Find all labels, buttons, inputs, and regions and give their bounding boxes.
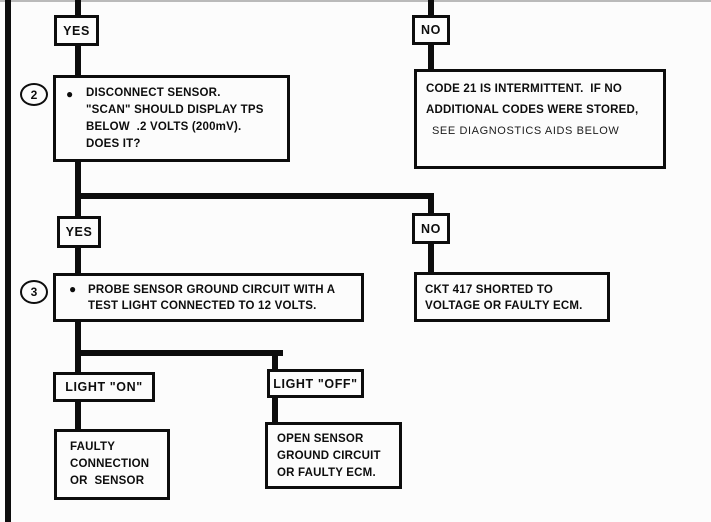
bullet-icon: ● [66,87,74,101]
connector-top-yes-stub [75,0,81,16]
text-line: CODE 21 IS INTERMITTENT. IF NO [426,83,622,95]
probe-sensor-text: PROBE SENSOR GROUND CIRCUIT WITH A TEST … [88,282,335,314]
branch-yes-mid: YES [57,216,101,248]
text-line: ADDITIONAL CODES WERE STORED, [426,104,639,116]
branch-yes-top: YES [54,15,99,46]
text-line: GROUND CIRCUIT [277,450,381,462]
disconnect-sensor-box: ● DISCONNECT SENSOR. "SCAN" SHOULD DISPL… [53,75,290,162]
step-2-number: 2 [30,87,38,102]
connector-branch2-to-lightoff [272,350,278,372]
faulty-connection-text: FAULTY CONNECTION OR SENSOR [70,439,149,490]
text-line: SEE DIAGNOSTICS AIDS BELOW [432,125,620,137]
page-left-border [5,0,11,522]
connector-yesmid-to-probe [75,247,81,276]
text-line: OR SENSOR [70,475,145,487]
bullet-icon: ● [69,282,77,296]
probe-sensor-box: ● PROBE SENSOR GROUND CIRCUIT WITH A TES… [53,273,364,322]
connector-branch1-horizontal [75,193,434,199]
faulty-connection-box: FAULTY CONNECTION OR SENSOR [54,429,170,500]
branch-light-on-label: LIGHT "ON" [65,380,143,394]
connector-lighton-to-faulty [75,401,81,429]
text-line: DOES IT? [86,138,141,150]
ckt417-shorted-box: CKT 417 SHORTED TO VOLTAGE OR FAULTY ECM… [414,272,610,322]
branch-no-top: NO [412,15,450,45]
branch-yes-top-label: YES [63,23,90,38]
connector-branch1-to-no [428,193,434,214]
connector-top-no-stub [428,0,434,16]
step-3-circle: 3 [20,280,48,304]
branch-yes-mid-label: YES [65,225,93,239]
connector-lightoff-to-open [272,397,278,422]
branch-no-mid-label: NO [421,221,441,236]
branch-light-off: LIGHT "OFF" [267,369,364,398]
text-line: BELOW .2 VOLTS (200mV). [86,121,242,133]
branch-no-top-label: NO [421,23,441,37]
branch-light-on: LIGHT "ON" [53,372,155,402]
page-top-edge [0,0,711,2]
text-line: OPEN SENSOR [277,433,364,445]
text-line: CONNECTION [70,458,150,470]
text-line: DISCONNECT SENSOR. [86,87,221,99]
open-ground-circuit-box: OPEN SENSOR GROUND CIRCUIT OR FAULTY ECM… [265,422,402,489]
code21-intermittent-text: CODE 21 IS INTERMITTENT. IF NO ADDITIONA… [426,79,638,142]
disconnect-sensor-text: DISCONNECT SENSOR. "SCAN" SHOULD DISPLAY… [86,85,264,153]
ckt417-shorted-text: CKT 417 SHORTED TO VOLTAGE OR FAULTY ECM… [425,282,583,314]
step-3-number: 3 [30,285,38,299]
text-line: VOLTAGE OR FAULTY ECM. [425,300,583,312]
branch-no-mid: NO [412,213,450,244]
connector-yes-to-disconnect [75,45,81,76]
connector-nomid-to-ckt [428,243,434,274]
text-line: FAULTY [70,441,116,453]
step-2-circle: 2 [20,83,48,106]
connector-branch2-horizontal [75,350,283,356]
text-line: "SCAN" SHOULD DISPLAY TPS [86,104,264,116]
connector-disconnect-down [75,161,81,218]
open-ground-circuit-text: OPEN SENSOR GROUND CIRCUIT OR FAULTY ECM… [277,431,381,482]
text-line: TEST LIGHT CONNECTED TO 12 VOLTS. [88,300,317,312]
text-line: CKT 417 SHORTED TO [425,284,553,296]
connector-probe-down [75,321,81,373]
branch-light-off-label: LIGHT "OFF" [273,376,358,391]
text-line: OR FAULTY ECM. [277,467,376,479]
connector-no-to-code21 [428,44,434,70]
text-line: PROBE SENSOR GROUND CIRCUIT WITH A [88,284,336,296]
code21-intermittent-box: CODE 21 IS INTERMITTENT. IF NO ADDITIONA… [414,69,666,169]
